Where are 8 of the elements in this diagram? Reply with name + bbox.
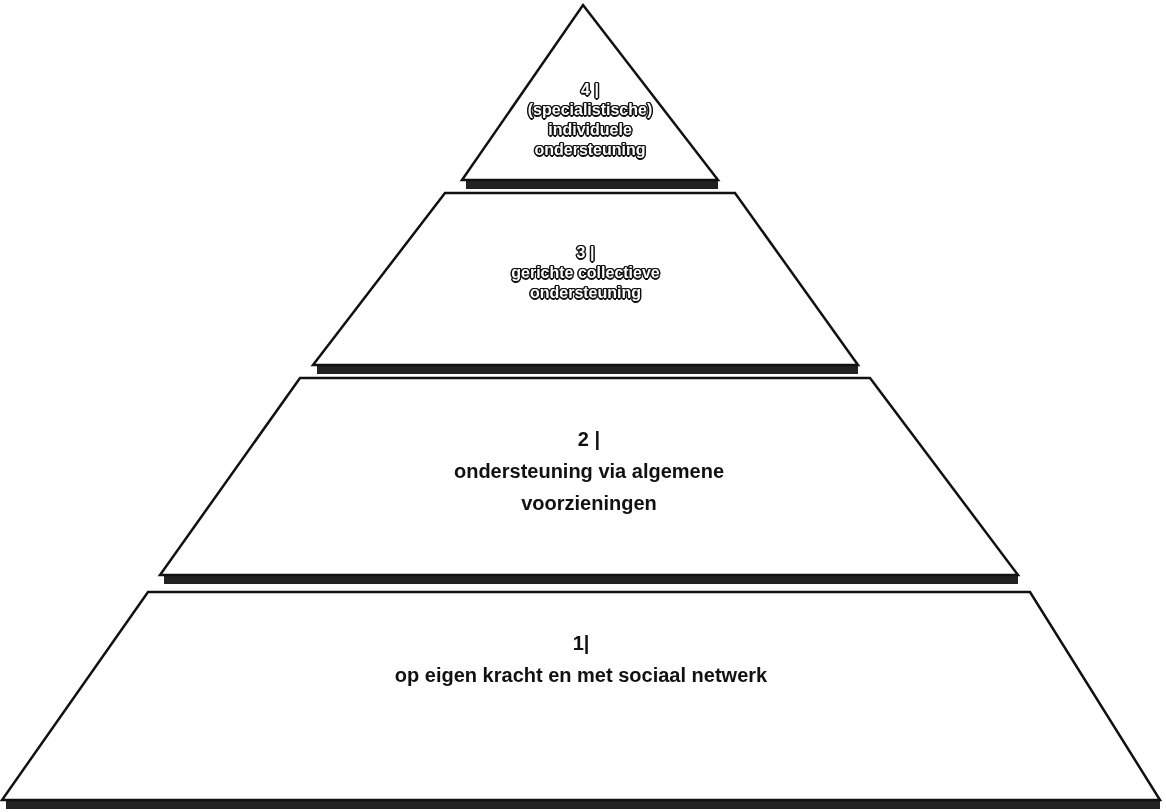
level-number: 1| [571, 631, 591, 656]
level-number: 2 | [576, 427, 602, 452]
level-label: op eigen kracht en met sociaal netwerk [393, 663, 769, 688]
level-number: 3 | [574, 243, 596, 263]
level-label: ondersteuning via algemene voorzieningen [452, 459, 726, 516]
level-number: 4 | [578, 80, 601, 100]
level-label: (specialistische) individuele ondersteuning [526, 100, 654, 160]
level-label: gerichte collectieve ondersteuning [509, 263, 662, 303]
